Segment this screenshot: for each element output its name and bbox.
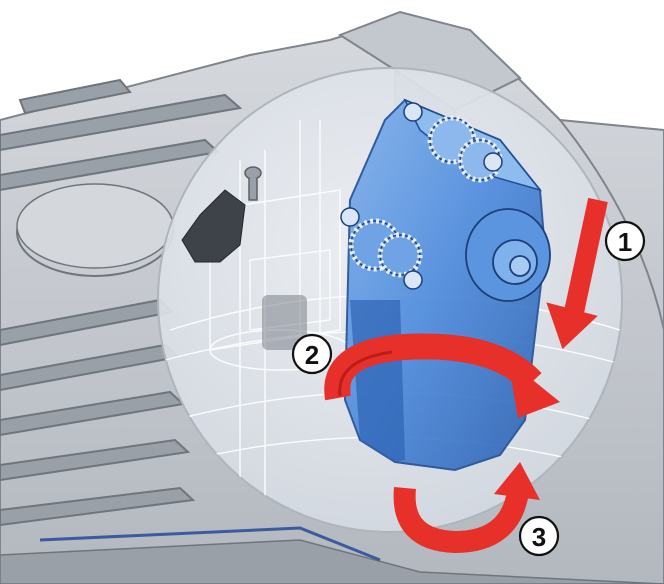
- arrow-step-3: [393, 462, 540, 554]
- step-label-1: 1: [618, 227, 632, 257]
- arrow-step-2: [324, 333, 560, 418]
- grille-slots: [0, 78, 243, 527]
- step-callout-1: 1: [604, 220, 646, 262]
- step-callout-2: 2: [291, 333, 333, 375]
- step-label-3: 3: [532, 522, 546, 552]
- action-arrows: [324, 197, 608, 554]
- step-callout-3: 3: [518, 515, 560, 557]
- internal-mechanism: [181, 189, 246, 263]
- arrow-step-1: [546, 197, 608, 350]
- pivot-pins: [340, 102, 503, 290]
- control-knob: [465, 208, 551, 302]
- step-label-2: 2: [305, 340, 319, 370]
